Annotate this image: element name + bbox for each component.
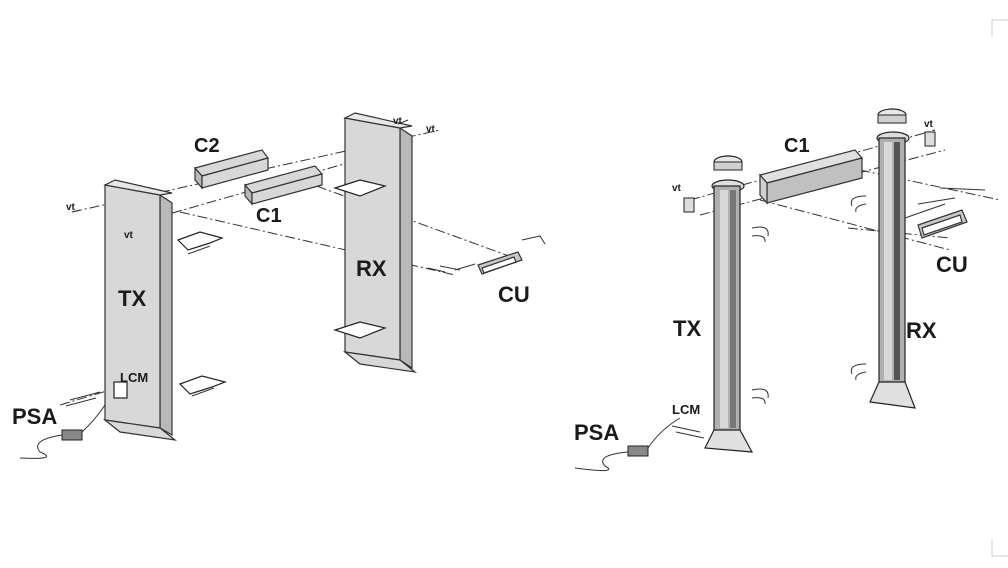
left-flow-arrows [176,179,387,397]
right-lcm-label: LCM [672,402,700,417]
left-vt-sensor-left [71,209,81,213]
right-c1-crossbar [758,149,864,205]
right-cu-control-unit [904,187,986,239]
corner-mark-top-right [991,19,1008,36]
left-c2-crossbar [193,149,270,190]
left-arrow-tx-lower [178,375,227,395]
left-lcm-box [113,381,128,399]
right-cu-label: CU [936,252,968,277]
left-vt-label-1: vt [66,202,76,213]
left-psa-power-supply [19,391,106,459]
right-rx-label: RX [906,318,937,343]
right-flow-arrows [751,195,867,405]
right-psa-label: PSA [574,420,619,445]
left-vt-label-2: vt [124,230,134,241]
right-column-gate-diagram: TX RX C1 CU PSA LCM vt vt [574,108,1001,472]
left-rx-panel [342,112,418,373]
left-arrow-rx-upper [333,179,387,197]
left-psa-label: PSA [12,404,57,429]
right-arrow-tx-lower [751,388,769,405]
left-lcm-label: LCM [120,370,148,385]
left-vt-label-4: vt [426,124,436,135]
right-vt-label-left: vt [672,183,682,194]
left-panel-gate-diagram: TX RX C2 C1 CU PSA LCM vt vt vt vt [12,112,546,459]
left-cu-control-unit [427,235,546,275]
right-tx-label: TX [673,316,701,341]
right-vt-sensor-left [683,197,695,213]
right-tx-column [704,155,754,453]
corner-mark-bottom-right [991,540,1008,557]
right-c1-label: C1 [784,135,810,157]
left-c2-label: C2 [194,135,220,157]
left-c1-crossbar [243,165,324,206]
left-vt-sensor-top-right [397,119,409,125]
left-rx-label: RX [356,256,387,281]
left-c1-label: C1 [256,205,282,227]
right-vt-label-right: vt [924,119,934,130]
left-vt-label-3: vt [393,116,403,127]
right-arrow-rx-upper [850,195,867,213]
left-arrow-rx-lower [333,321,387,339]
right-arrow-rx-lower [850,363,867,381]
left-cu-label: CU [498,282,530,307]
right-arrow-tx-upper [751,226,769,243]
right-rx-column [869,108,916,409]
right-psa-power-supply [574,417,705,472]
left-arrow-tx-upper [176,231,224,251]
left-tx-label: TX [118,286,146,311]
right-vt-sensor-right [924,131,936,147]
left-tx-panel [102,179,178,441]
